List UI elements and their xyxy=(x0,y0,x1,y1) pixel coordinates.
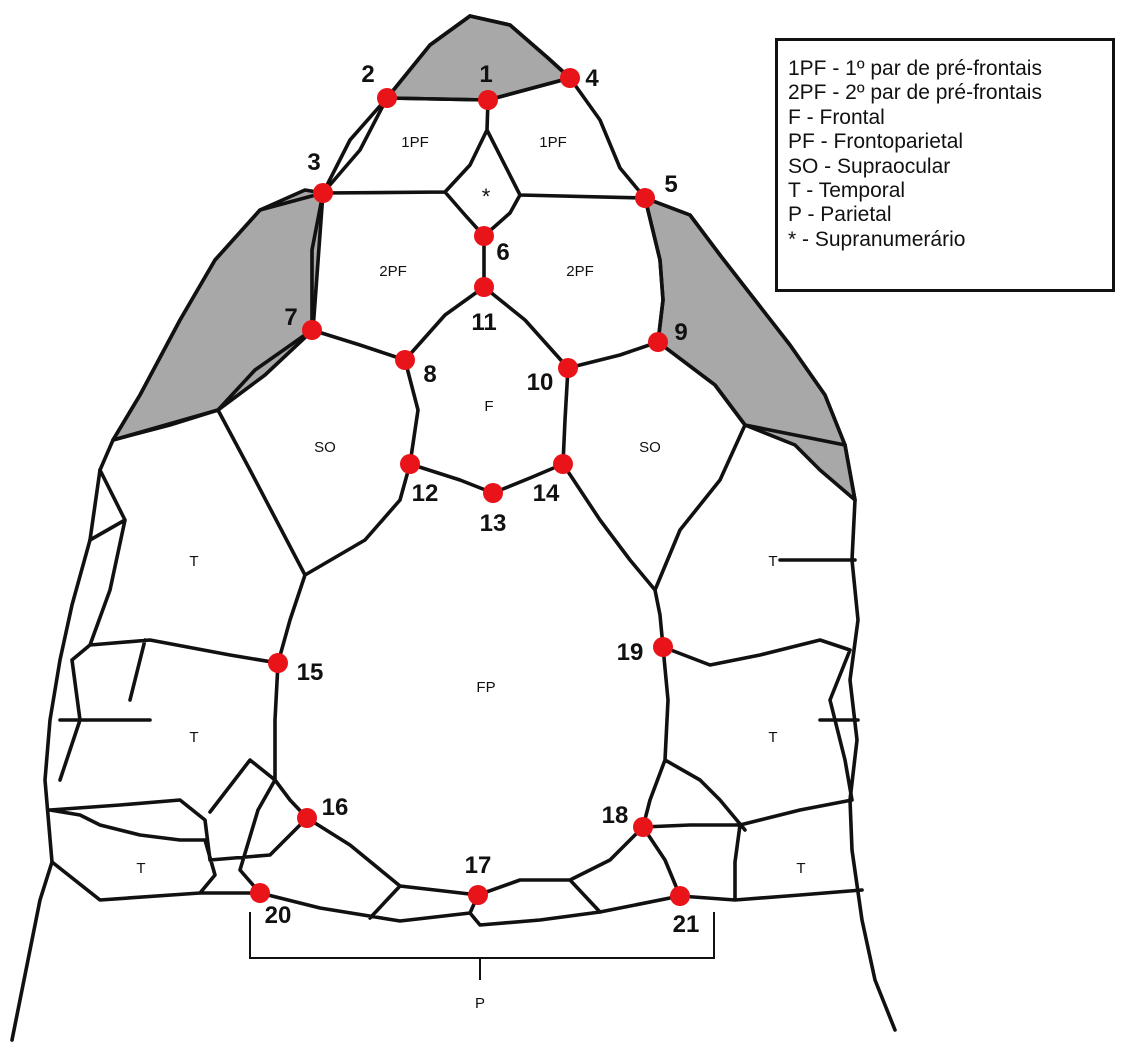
landmark-dot-2 xyxy=(377,88,397,108)
landmark-number-17: 17 xyxy=(465,852,492,879)
landmark-dot-5 xyxy=(635,188,655,208)
legend-item-frontoparietal: PF - Frontoparietal xyxy=(788,130,1112,154)
landmark-dot-8 xyxy=(395,350,415,370)
landmark-dot-20 xyxy=(250,883,270,903)
landmark-dot-16 xyxy=(297,808,317,828)
legend-item-parietal: P - Parietal xyxy=(788,203,1112,227)
landmark-dot-6 xyxy=(474,226,494,246)
landmark-dot-10 xyxy=(558,358,578,378)
landmark-dot-7 xyxy=(302,320,322,340)
label-parietal: P xyxy=(475,995,485,1012)
label-frontoparietal: FP xyxy=(476,679,495,696)
label-so-right: SO xyxy=(639,439,661,456)
label-temporal-right-1: T xyxy=(768,553,777,570)
landmark-number-2: 2 xyxy=(361,61,374,88)
parietal-bracket xyxy=(250,912,714,980)
landmark-dot-13 xyxy=(483,483,503,503)
landmark-number-8: 8 xyxy=(423,361,436,388)
landmark-number-15: 15 xyxy=(297,659,324,686)
landmark-dot-17 xyxy=(468,885,488,905)
label-2pf-left: 2PF xyxy=(379,263,407,280)
landmark-number-1: 1 xyxy=(479,61,492,88)
landmark-number-16: 16 xyxy=(322,794,349,821)
label-temporal-left-3: T xyxy=(136,860,145,877)
landmark-number-13: 13 xyxy=(480,510,507,537)
label-1pf-left: 1PF xyxy=(401,134,429,151)
legend-item-frontal: F - Frontal xyxy=(788,106,1112,130)
landmark-number-7: 7 xyxy=(284,304,297,331)
landmark-dot-12 xyxy=(400,454,420,474)
label-temporal-left-2: T xyxy=(189,729,198,746)
landmark-dot-15 xyxy=(268,653,288,673)
legend-item-supranumerary: * - Supranumerário xyxy=(788,228,1112,252)
label-temporal-right-3: T xyxy=(796,860,805,877)
landmark-dot-19 xyxy=(653,637,673,657)
landmark-dot-3 xyxy=(313,183,333,203)
label-supranumerary: * xyxy=(482,184,491,209)
landmark-dot-11 xyxy=(474,277,494,297)
landmark-number-6: 6 xyxy=(496,239,509,266)
legend-item-2pf: 2PF - 2º par de pré-frontais xyxy=(788,81,1112,105)
landmark-dot-21 xyxy=(670,886,690,906)
landmark-dot-9 xyxy=(648,332,668,352)
landmark-dot-18 xyxy=(633,817,653,837)
landmark-number-21: 21 xyxy=(673,911,700,938)
landmark-dot-14 xyxy=(553,454,573,474)
label-temporal-right-2: T xyxy=(768,729,777,746)
landmark-dot-4 xyxy=(560,68,580,88)
landmark-number-11: 11 xyxy=(471,309,496,336)
landmark-number-12: 12 xyxy=(412,480,439,507)
label-frontal: F xyxy=(484,398,493,415)
legend-item-supraocular: SO - Supraocular xyxy=(788,155,1112,179)
landmark-number-3: 3 xyxy=(307,149,320,176)
landmark-number-10: 10 xyxy=(527,369,554,396)
landmark-number-9: 9 xyxy=(674,319,687,346)
landmark-number-19: 19 xyxy=(617,639,644,666)
landmark-dot-1 xyxy=(478,90,498,110)
label-2pf-right: 2PF xyxy=(566,263,594,280)
landmark-number-20: 20 xyxy=(265,902,292,929)
label-1pf-right: 1PF xyxy=(539,134,567,151)
landmark-number-5: 5 xyxy=(664,171,677,198)
scute-lines xyxy=(50,78,862,925)
legend-box: 1PF - 1º par de pré-frontais 2PF - 2º pa… xyxy=(775,38,1115,292)
legend-item-1pf: 1PF - 1º par de pré-frontais xyxy=(788,57,1112,81)
label-so-left: SO xyxy=(314,439,336,456)
legend-item-temporal: T - Temporal xyxy=(788,179,1112,203)
label-temporal-left-1: T xyxy=(189,553,198,570)
landmark-number-14: 14 xyxy=(533,480,560,507)
landmark-number-18: 18 xyxy=(602,802,629,829)
landmark-number-4: 4 xyxy=(585,65,599,92)
